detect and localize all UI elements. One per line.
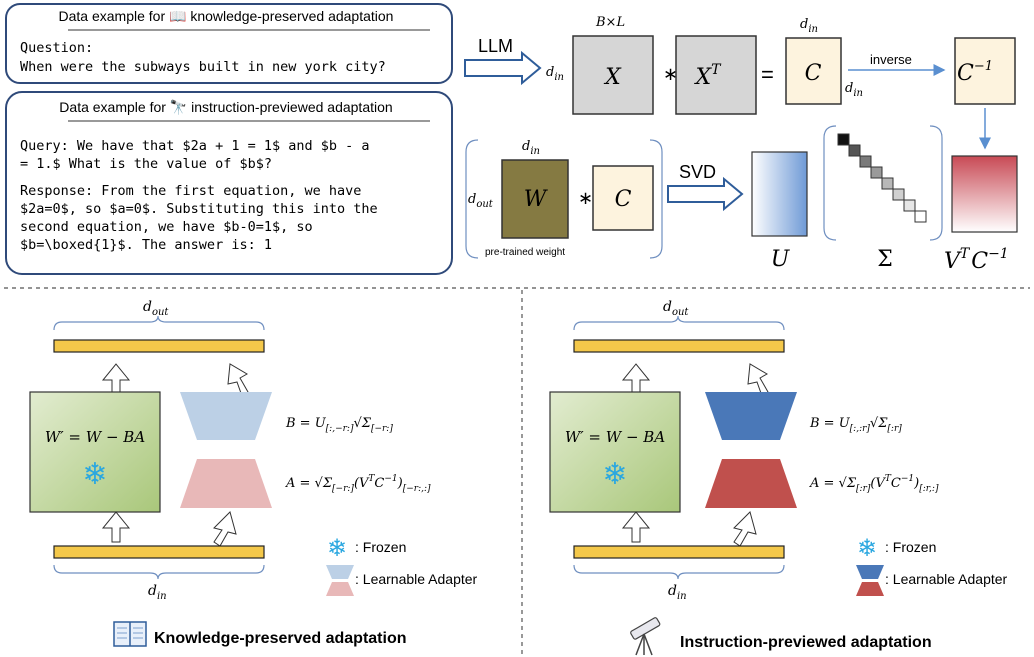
svg-text:C−1: C−1 xyxy=(957,59,993,86)
left-caption: Knowledge-preserved adaptation xyxy=(154,630,407,647)
left-panel: dout W′ = W − BA ❄ B = U[:,−r:]√Σ[−r:] A… xyxy=(29,299,478,647)
query-line-2: = 1.$ What is the value of $b$? xyxy=(20,156,272,172)
svg-text:SVD: SVD xyxy=(679,162,716,182)
svg-text:pre-trained weight: pre-trained weight xyxy=(485,247,565,258)
instruction-example-title: Data example for 🔭 instruction-previewed… xyxy=(59,99,392,116)
svg-text:∗: ∗ xyxy=(663,64,678,84)
knowledge-example-title: Data example for 📖 knowledge-preserved a… xyxy=(59,8,394,24)
adapter-a xyxy=(180,459,272,508)
instruction-example-box: Data example for 🔭 instruction-previewed… xyxy=(5,91,453,275)
pretrained-weight-group: din dout W ∗ C pre-trained weight xyxy=(465,139,663,259)
svg-text:W′ = W − BA: W′ = W − BA xyxy=(45,428,145,446)
svg-text:dout: dout xyxy=(143,299,169,318)
svg-text:B = U[:,:r]√Σ[:r]: B = U[:,:r]√Σ[:r] xyxy=(809,416,902,434)
svg-text:dout: dout xyxy=(663,299,689,318)
knowledge-example-box: Data example for 📖 knowledge-preserved a… xyxy=(5,3,453,84)
right-caption: Instruction-previewed adaptation xyxy=(680,634,932,651)
svg-text:: Learnable Adapter: : Learnable Adapter xyxy=(355,571,478,587)
llm-arrow: LLM xyxy=(464,36,542,86)
svg-text:XT: XT xyxy=(693,62,722,90)
svg-text:LLM: LLM xyxy=(478,36,513,56)
book-icon xyxy=(113,621,147,647)
inverse-arrow: inverse xyxy=(848,52,946,76)
output-bar-right xyxy=(573,339,785,353)
matrix-u: U xyxy=(751,151,808,272)
matrix-x: B×L din X xyxy=(546,15,654,115)
svg-text:∗: ∗ xyxy=(578,188,593,208)
response-line-3: second equation, we have $b-0=1$, so xyxy=(20,219,313,235)
svg-text:C: C xyxy=(615,187,632,212)
frozen-weight xyxy=(29,391,161,513)
svg-text:din: din xyxy=(546,65,564,83)
svg-text:dout: dout xyxy=(468,192,494,210)
svg-text:W: W xyxy=(524,187,549,212)
adapter-a-right xyxy=(705,459,797,508)
frozen-weight-right xyxy=(549,391,681,513)
svg-text:inverse: inverse xyxy=(870,52,912,67)
output-bar xyxy=(53,339,265,353)
legend-snowflake-icon: ❄ xyxy=(327,535,347,562)
svg-text:B×L: B×L xyxy=(595,15,625,30)
right-panel: dout W′ = W − BA ❄ B = U[:,:r]√Σ[:r] A =… xyxy=(549,299,1008,656)
svg-text:U: U xyxy=(771,247,791,272)
adapter-b xyxy=(180,392,272,440)
legend-snowflake-icon-right: ❄ xyxy=(857,535,877,562)
response-line-4: $b=\boxed{1}$. The answer is: 1 xyxy=(20,237,272,253)
svg-text:A = √Σ[−r:](VTC−1)[−r:,:]: A = √Σ[−r:](VTC−1)[−r:,:] xyxy=(285,474,431,494)
matrix-vt-c-inverse: VTC−1 xyxy=(944,155,1018,274)
input-bar-right xyxy=(573,545,785,559)
response-line-1: Response: From the first equation, we ha… xyxy=(20,183,361,199)
svg-text:din: din xyxy=(668,583,687,602)
matrix-sigma: Σ xyxy=(823,125,943,272)
svg-text:=: = xyxy=(761,62,774,87)
snowflake-icon-right: ❄ xyxy=(602,458,627,491)
matrix-c: din din C xyxy=(785,17,863,105)
svg-text:: Frozen: : Frozen xyxy=(355,539,406,555)
input-bar xyxy=(53,545,265,559)
svg-text:din: din xyxy=(148,583,167,602)
adapter-b-right xyxy=(705,392,797,440)
svg-text:din: din xyxy=(522,139,540,157)
svg-text:: Frozen: : Frozen xyxy=(885,539,936,555)
svd-arrow: SVD xyxy=(667,162,744,212)
query-line-1: Query: We have that $2a + 1 = 1$ and $b … xyxy=(20,138,370,154)
matrix-xt: XT xyxy=(675,35,757,115)
question-text: When were the subways built in new york … xyxy=(20,59,386,75)
svg-text:W′ = W − BA: W′ = W − BA xyxy=(565,428,665,446)
telescope-icon xyxy=(630,617,661,656)
svg-text:B = U[:,−r:]√Σ[−r:]: B = U[:,−r:]√Σ[−r:] xyxy=(285,416,393,434)
svg-text:VTC−1: VTC−1 xyxy=(944,246,1009,274)
question-label: Question: xyxy=(20,40,93,56)
svg-text:din: din xyxy=(800,17,818,35)
svg-text:Σ: Σ xyxy=(877,247,893,272)
snowflake-icon: ❄ xyxy=(82,458,107,491)
response-line-2: $2a=0$, so $a=0$. Substituting this into… xyxy=(20,201,378,217)
svg-text:X: X xyxy=(603,65,622,90)
svg-text:C: C xyxy=(805,61,822,86)
svg-text:: Learnable Adapter: : Learnable Adapter xyxy=(885,571,1008,587)
svg-text:din: din xyxy=(845,81,863,99)
svg-text:A = √Σ[:r](VTC−1)[:r,:]: A = √Σ[:r](VTC−1)[:r,:] xyxy=(809,474,939,494)
matrix-c-inverse: C−1 xyxy=(954,37,1016,105)
